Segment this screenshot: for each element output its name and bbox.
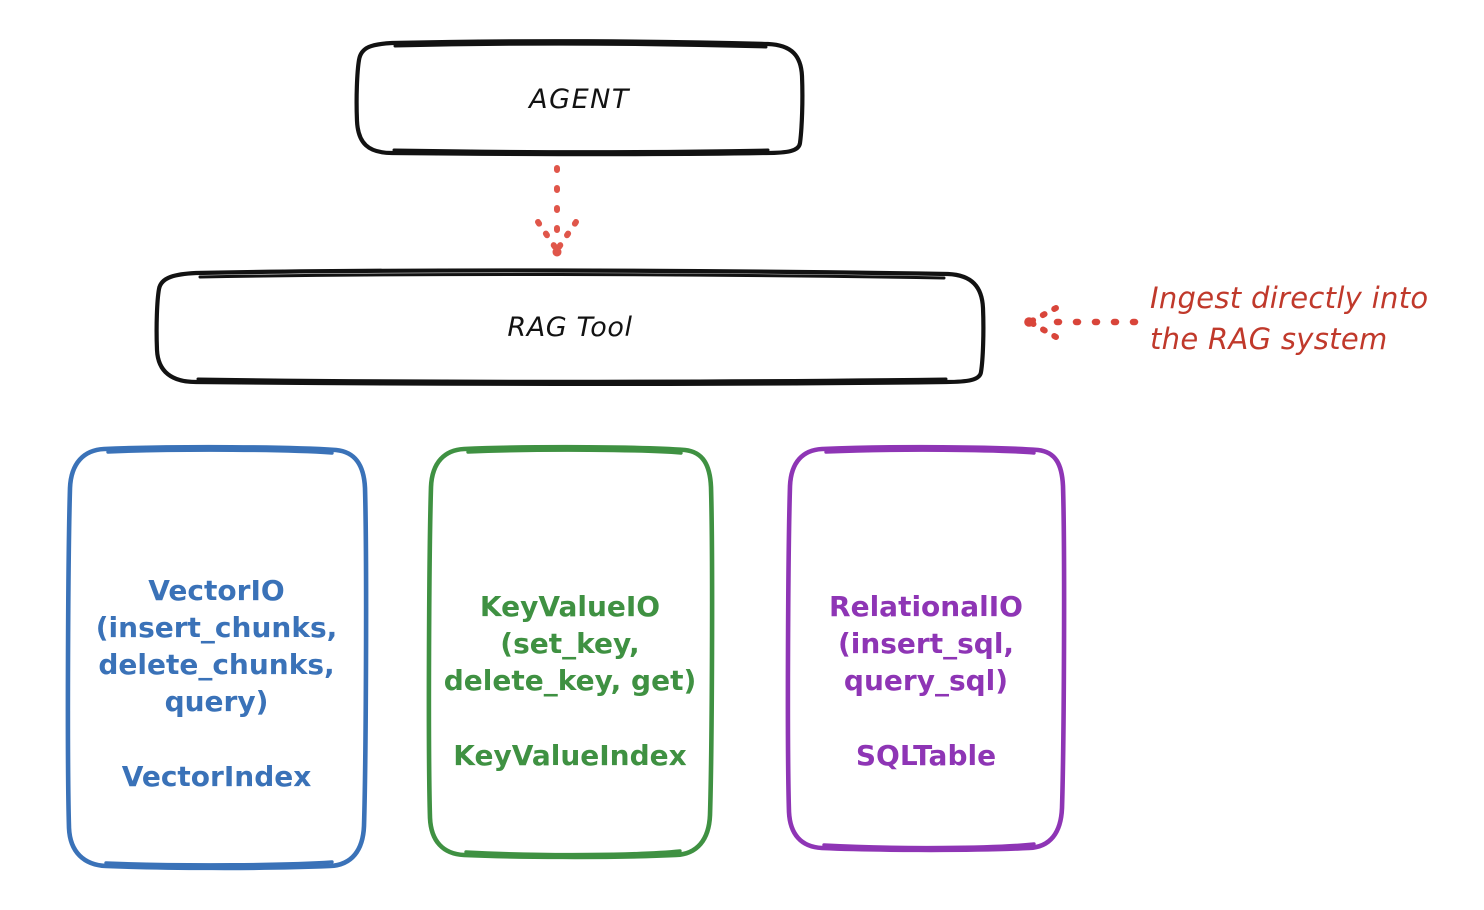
connector-agent-to-rag-tool (535, 165, 579, 257)
agent-box-sketch-bottom (392, 148, 770, 153)
vector-io-box-sketch-bottom (104, 860, 334, 867)
relational-io-box-sketch-bottom (822, 842, 1036, 850)
connector-ingest-to-rag-tool (1024, 305, 1139, 340)
vector-io-box-sketch-top (106, 448, 334, 455)
key-value-io-box-outline (426, 444, 715, 860)
agent-box-sketch-top (393, 42, 768, 49)
node-relational-io[interactable] (785, 444, 1067, 853)
vector-io-box-outline (65, 444, 369, 871)
key-value-io-box-sketch-bottom (464, 849, 682, 857)
node-rag-tool[interactable] (154, 268, 986, 386)
ingest-arrowhead-top-barb (1027, 305, 1059, 325)
relational-io-box-sketch-top (824, 448, 1036, 455)
rag-tool-box-sketch-bottom (196, 377, 948, 383)
rag-tool-box-outline (154, 268, 986, 386)
node-vector-io[interactable] (65, 444, 369, 871)
arrowhead-tip (552, 247, 562, 257)
node-agent[interactable] (354, 39, 805, 157)
relational-io-box-outline (785, 444, 1067, 853)
arrowhead-left-barb (535, 219, 560, 253)
arrowhead-right-barb (554, 219, 579, 253)
ingest-arrowhead-bottom-barb (1027, 319, 1059, 340)
agent-box-outline (354, 39, 805, 157)
node-key-value-io[interactable] (426, 444, 715, 860)
key-value-io-box-sketch-top (466, 448, 683, 455)
rag-tool-box-sketch-top (198, 272, 946, 280)
ingest-arrowhead-tip (1024, 317, 1034, 327)
